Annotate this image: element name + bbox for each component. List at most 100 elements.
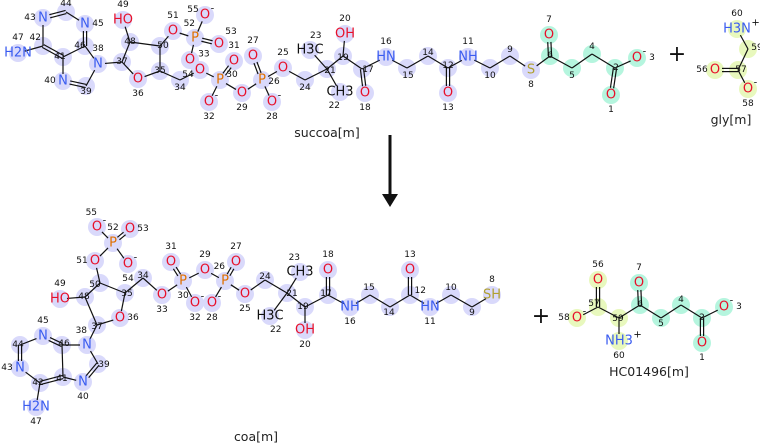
atom-succoa-54: O54 (182, 63, 205, 81)
atom-index: 23 (310, 31, 321, 41)
atom-succoa-27: O27 (247, 36, 258, 64)
atom-index: 39 (98, 360, 110, 370)
single-bond (61, 344, 64, 378)
atom-highlight (88, 218, 106, 236)
atom-label: HN (420, 300, 440, 315)
single-bond (571, 53, 593, 69)
atom-succoa-36: O36 (132, 72, 144, 100)
atom-index: 52 (184, 19, 195, 29)
atom-highlight (263, 93, 281, 111)
atom-index: 18 (322, 250, 334, 260)
atom-index: 41 (54, 52, 65, 62)
atom-coa-18: O18 (322, 250, 334, 278)
single-bond (99, 282, 126, 294)
atom-succoa-46: 46 (74, 41, 86, 51)
single-bond (489, 55, 511, 69)
single-bond (473, 59, 491, 69)
atom-succoa-18: O18 (359, 86, 371, 114)
single-bond (304, 68, 328, 81)
single-bond (142, 277, 158, 291)
single-bond (614, 60, 631, 69)
single-bond (124, 277, 144, 294)
atom-succoa-42: 42 (29, 33, 40, 43)
atom-index: 27 (230, 242, 241, 252)
atom-index: 50 (89, 280, 101, 290)
atom-label: H2N (4, 46, 32, 61)
atom-charge: - (201, 292, 205, 303)
atom-label: H3N (723, 22, 751, 37)
atom-succoa-24: 24 (299, 83, 311, 93)
atom-index: 53 (137, 224, 148, 234)
atom-index: 13 (442, 103, 453, 113)
atom-label: O (200, 8, 210, 23)
single-bond (264, 279, 288, 294)
atom-label: SH (483, 288, 501, 303)
atom-label: O (123, 257, 133, 272)
atom-charge: - (215, 91, 219, 102)
atom-index: 34 (174, 83, 186, 93)
single-bond (369, 294, 391, 308)
atom-index: 52 (107, 223, 118, 233)
atom-index: 28 (206, 313, 218, 323)
atom-highlight (89, 55, 107, 73)
single-bond (450, 294, 473, 308)
atom-label: O (92, 220, 102, 235)
atom-index: 7 (546, 15, 552, 25)
atom-gly-60: H3N+60 (723, 9, 760, 37)
atom-succoa-9: 9 (507, 45, 513, 55)
atom-index: 48 (124, 37, 136, 47)
atom-succoa-32: O-32 (203, 91, 218, 123)
atom-index: 9 (469, 308, 475, 318)
double-bond (69, 83, 86, 89)
atom-highlight (227, 253, 245, 271)
atom-index: 32 (189, 313, 200, 323)
single-bond (314, 54, 328, 70)
atom-index: 2 (613, 63, 619, 73)
atom-highlight (253, 71, 271, 89)
atom-succoa-4: 4 (589, 42, 595, 52)
atom-index: 59 (751, 43, 760, 53)
double-bond (362, 68, 367, 86)
atom-index: 33 (156, 305, 167, 315)
atom-label: O (632, 51, 642, 66)
atom-index: 16 (344, 317, 356, 327)
single-bond (65, 11, 80, 21)
single-bond (406, 55, 429, 69)
atom-coa-25: O25 (239, 287, 250, 315)
atom-highlight (200, 93, 218, 111)
atom-label: N (78, 375, 88, 390)
atom-label: O (719, 300, 729, 315)
atom-index: 25 (277, 48, 288, 58)
atom-index: 28 (266, 112, 278, 122)
atom-succoa-48: 48 (124, 37, 136, 47)
atom-index: 54 (182, 70, 194, 80)
molecule-name-gly: gly[m] (711, 112, 752, 127)
atom-label: P (216, 73, 224, 88)
atom-index: 19 (337, 53, 349, 63)
single-bond (509, 55, 526, 67)
atom-index: 1 (699, 353, 705, 363)
atom-coa-51: O51 (76, 254, 100, 269)
atom-label: HO (50, 292, 70, 307)
atom-label: O (634, 276, 644, 291)
atom-hc-2: 2 (699, 313, 705, 323)
single-bond (215, 286, 222, 298)
atom-succoa-6: 6 (547, 51, 553, 61)
atom-index: 55 (86, 208, 97, 218)
atom-highlight (191, 61, 209, 79)
atom-index: 26 (268, 77, 280, 87)
atom-label: H3C (296, 43, 323, 58)
atom-index: 16 (380, 37, 392, 47)
atom-index: 60 (731, 9, 743, 19)
single-bond (24, 45, 44, 52)
single-bond (121, 61, 134, 75)
atom-index: 44 (60, 0, 72, 9)
atom-index: 55 (187, 5, 198, 15)
atom-index: 38 (76, 326, 88, 336)
atom-index: 51 (167, 11, 178, 21)
single-bond (120, 292, 126, 312)
atom-label: O (278, 61, 288, 76)
